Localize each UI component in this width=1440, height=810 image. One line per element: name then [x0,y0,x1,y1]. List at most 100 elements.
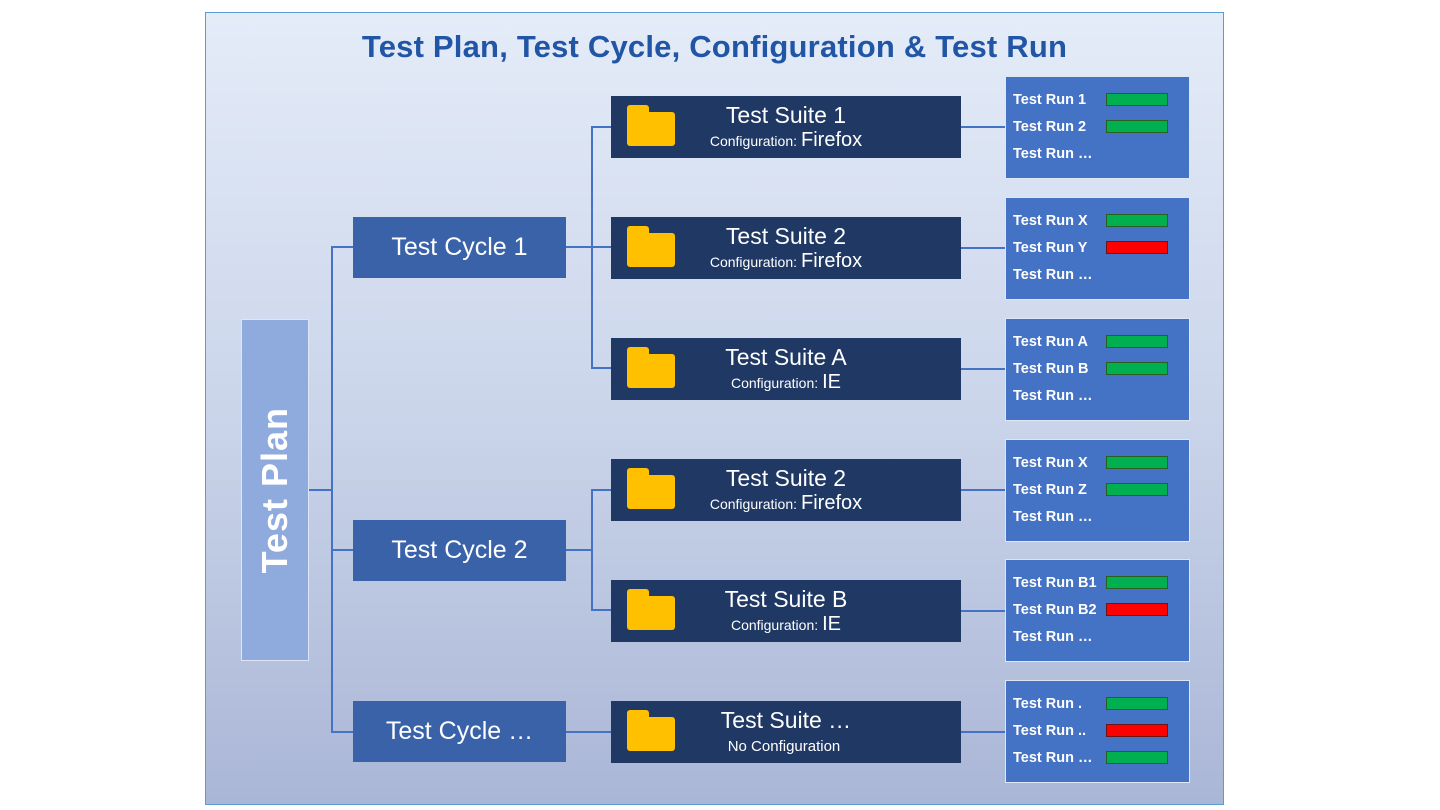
test-run-label: Test Run 1 [1013,91,1087,108]
connector-line [591,489,593,611]
connector-line [961,489,1005,491]
config-value: Firefox [801,492,863,514]
test-suite-box: Test Suite B Configuration:IE [611,580,961,642]
test-run-row: Test Run . [1006,690,1189,717]
test-suite-title: Test Suite B [724,586,848,612]
test-run-label: Test Run X [1013,454,1088,471]
connector-line [591,246,611,248]
diagram-frame: Test Plan, Test Cycle, Configuration & T… [205,12,1224,805]
connector-line [331,246,333,733]
test-run-row: Test Run X [1006,449,1189,476]
test-suite-box: Test Suite A Configuration:IE [611,338,961,400]
test-run-row: Test Run Y [1006,234,1189,261]
test-run-row: Test Run … [1006,382,1189,409]
connector-line [961,610,1005,612]
test-run-label: Test Run B [1013,360,1089,377]
test-plan-label: Test Plan [254,406,295,574]
status-pill [1106,724,1168,737]
test-run-label: Test Run … [1013,387,1093,404]
test-run-row: Test Run … [1006,623,1189,650]
connector-line [591,126,593,369]
status-pill [1106,241,1168,254]
test-suite-box: Test Suite … No Configuration [611,701,961,763]
diagram-title: Test Plan, Test Cycle, Configuration & T… [361,29,1068,64]
test-run-row: Test Run … [1006,140,1189,167]
test-suite-box: Test Suite 2 Configuration:Firefox [611,217,961,279]
connector-line [566,549,591,551]
test-plan-box: Test Plan [241,319,309,661]
config-label: No Configuration [727,738,841,755]
test-run-label: Test Run B2 [1013,601,1097,618]
status-pill [1106,697,1168,710]
test-run-panel: Test Run 1 Test Run 2 Test Run … [1005,76,1190,179]
config-label: Configuration: [709,133,798,149]
connector-line [566,246,591,248]
test-run-panel: Test Run A Test Run B Test Run … [1005,318,1190,421]
test-run-panel: Test Run B1 Test Run B2 Test Run … [1005,559,1190,662]
test-cycle-label: Test Cycle 2 [391,536,528,564]
status-pill [1106,456,1168,469]
test-run-label: Test Run . [1013,695,1083,712]
test-run-label: Test Run B1 [1013,574,1097,591]
test-run-panel: Test Run X Test Run Z Test Run … [1005,439,1190,542]
folder-icon [627,105,675,147]
test-suite-box: Test Suite 2 Configuration:Firefox [611,459,961,521]
test-run-label: Test Run Y [1013,239,1088,256]
status-pill [1106,120,1168,133]
test-suite-box: Test Suite 1 Configuration:Firefox [611,96,961,158]
status-pill [1106,483,1168,496]
folder-icon [627,468,675,510]
config-value: Firefox [801,250,863,272]
test-run-row: Test Run … [1006,744,1189,771]
connector-line [566,731,611,733]
test-run-row: Test Run … [1006,503,1189,530]
folder-icon [627,710,675,752]
status-pill [1106,214,1168,227]
test-run-label: Test Run A [1013,333,1088,350]
connector-line [961,126,1005,128]
config-label: Configuration: [730,617,819,633]
connector-line [961,731,1005,733]
test-run-row: Test Run 2 [1006,113,1189,140]
status-pill [1106,751,1168,764]
connector-line [961,247,1005,249]
test-run-label: Test Run … [1013,266,1093,283]
test-suite-title: Test Suite … [720,707,852,733]
connector-line [591,609,611,611]
test-cycle-box: Test Cycle … [353,701,566,762]
connector-line [591,367,611,369]
test-run-panel: Test Run . Test Run .. Test Run … [1005,680,1190,783]
config-label: Configuration: [709,496,798,512]
test-run-row: Test Run 1 [1006,86,1189,113]
test-cycle-box: Test Cycle 1 [353,217,566,278]
test-suite-config: Configuration:IE [611,371,961,394]
test-run-label: Test Run 2 [1013,118,1087,135]
status-pill [1106,576,1168,589]
status-pill [1106,335,1168,348]
test-suite-title: Test Suite 2 [725,223,847,249]
connector-line [591,126,611,128]
status-pill [1106,603,1168,616]
test-run-row: Test Run … [1006,261,1189,288]
test-suite-config: Configuration:Firefox [611,250,961,273]
status-pill [1106,362,1168,375]
test-run-row: Test Run B2 [1006,596,1189,623]
test-suite-config: Configuration:Firefox [611,129,961,152]
test-suite-config: Configuration:Firefox [611,492,961,515]
test-cycle-box: Test Cycle 2 [353,520,566,581]
connector-line [591,489,611,491]
config-label: Configuration: [730,375,819,391]
config-label: Configuration: [709,254,798,270]
test-cycle-label: Test Cycle 1 [391,233,528,261]
folder-icon [627,589,675,631]
folder-icon [627,347,675,389]
test-run-label: Test Run .. [1013,722,1087,739]
test-suite-title: Test Suite 1 [725,102,847,128]
connector-line [961,368,1005,370]
connector-line [309,489,331,491]
test-run-label: Test Run … [1013,749,1093,766]
test-suite-config: No Configuration [611,734,961,758]
test-run-label: Test Run Z [1013,481,1087,498]
test-run-row: Test Run B1 [1006,569,1189,596]
